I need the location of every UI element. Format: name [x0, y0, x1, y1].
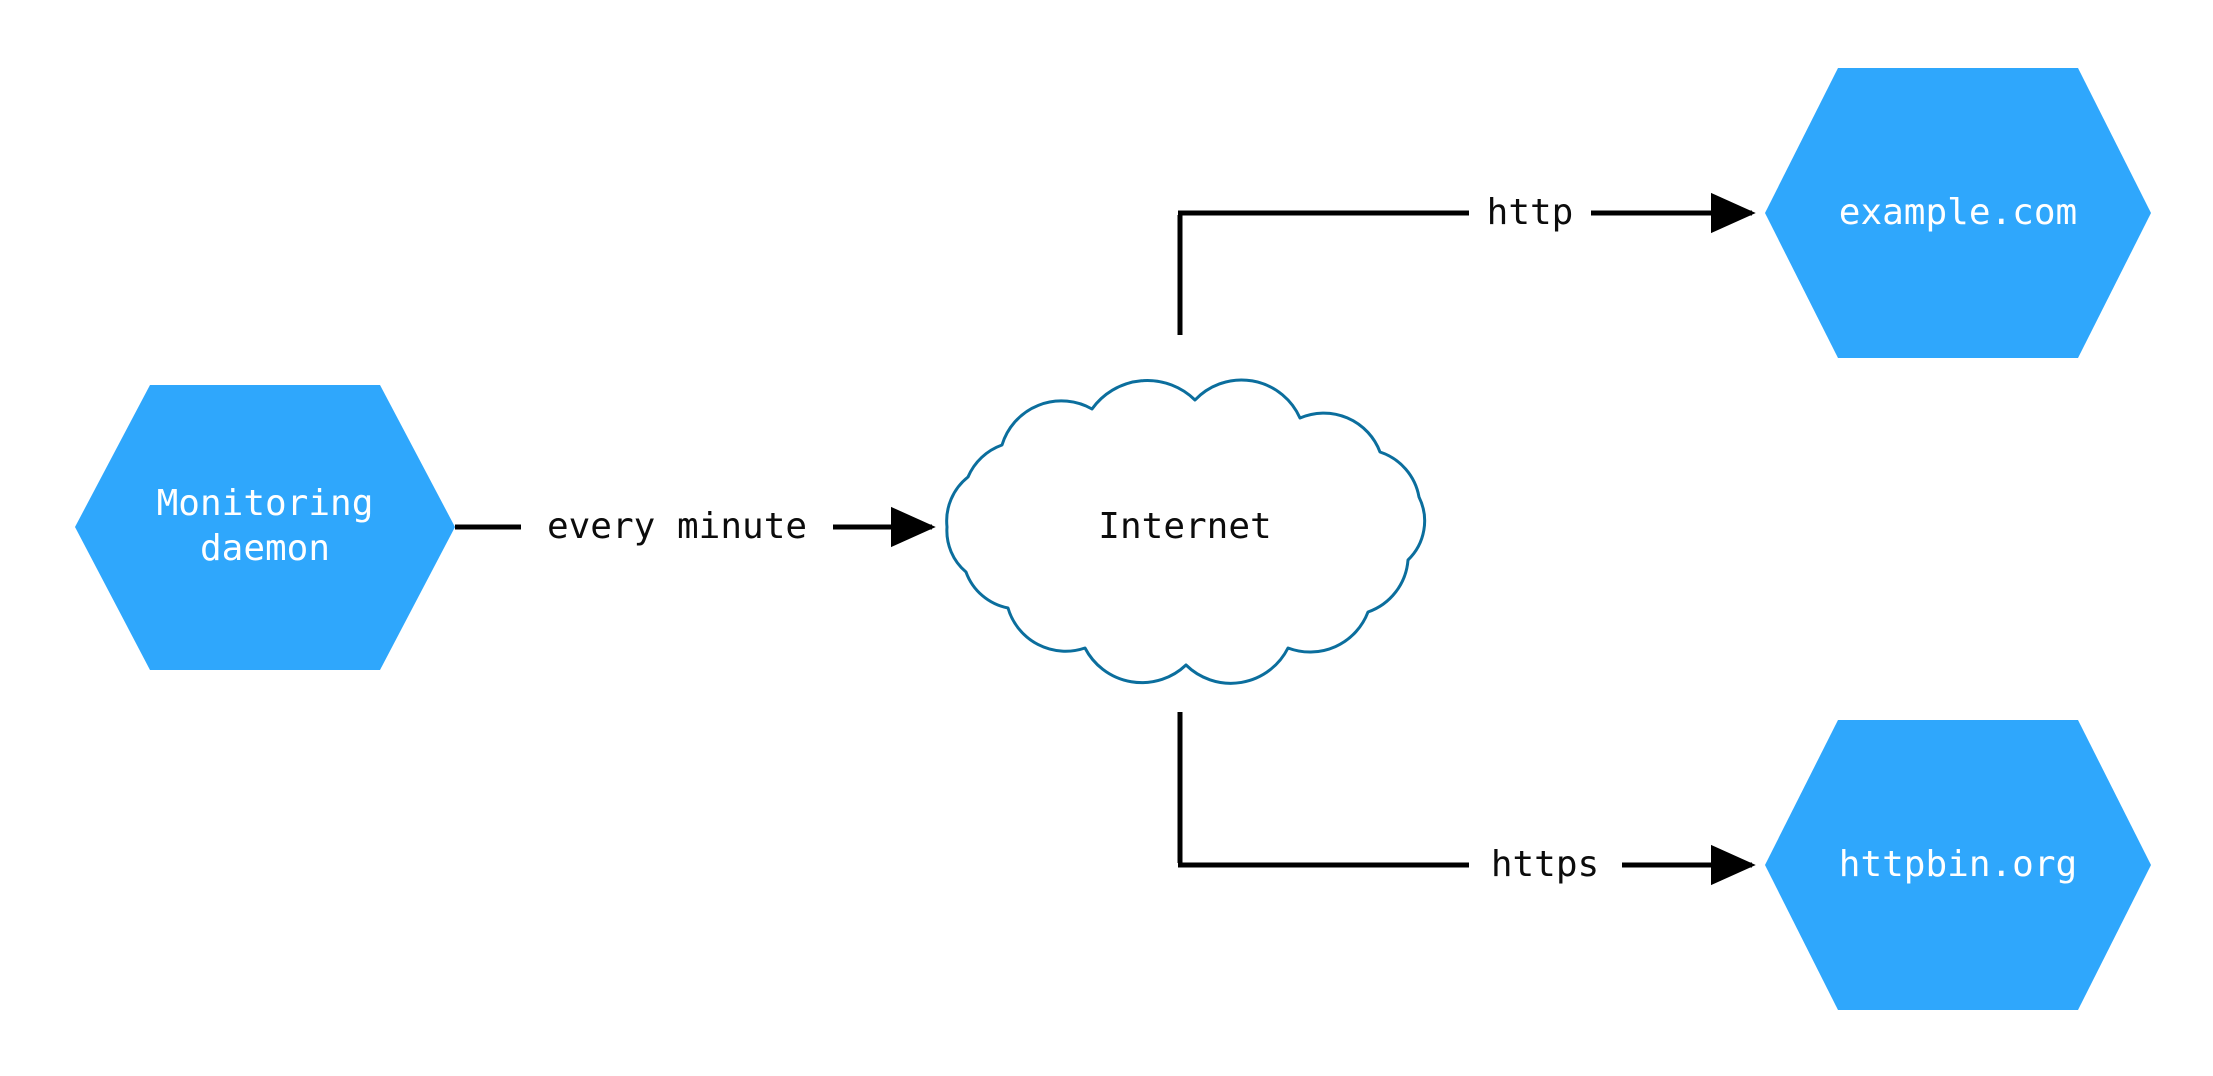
edge-label-every-minute: every minute	[547, 506, 807, 547]
monitoring-daemon-label-line1: Monitoring	[157, 483, 374, 524]
edge-internet-to-example: http	[1177, 192, 1756, 335]
node-monitoring-daemon[interactable]: Monitoring daemon	[75, 385, 455, 670]
edge-label-http: http	[1487, 192, 1574, 233]
internet-cloud-shape[interactable]	[945, 378, 1427, 685]
node-httpbin-org[interactable]: httpbin.org	[1765, 720, 2151, 1010]
monitoring-daemon-hexagon[interactable]	[75, 385, 455, 670]
node-example-com[interactable]: example.com	[1765, 68, 2151, 358]
example-com-hexagon[interactable]	[1765, 68, 2151, 358]
edge-daemon-to-internet: every minute	[455, 506, 936, 548]
httpbin-org-label: httpbin.org	[1839, 844, 2077, 885]
monitoring-daemon-label-line2: daemon	[200, 528, 330, 569]
internet-label: Internet	[1098, 506, 1271, 547]
edge-label-https: https	[1491, 844, 1599, 885]
example-com-label: example.com	[1839, 192, 2077, 233]
node-internet[interactable]: Internet	[945, 378, 1427, 685]
httpbin-org-hexagon[interactable]	[1765, 720, 2151, 1010]
edge-internet-to-httpbin: https	[1177, 712, 1756, 886]
